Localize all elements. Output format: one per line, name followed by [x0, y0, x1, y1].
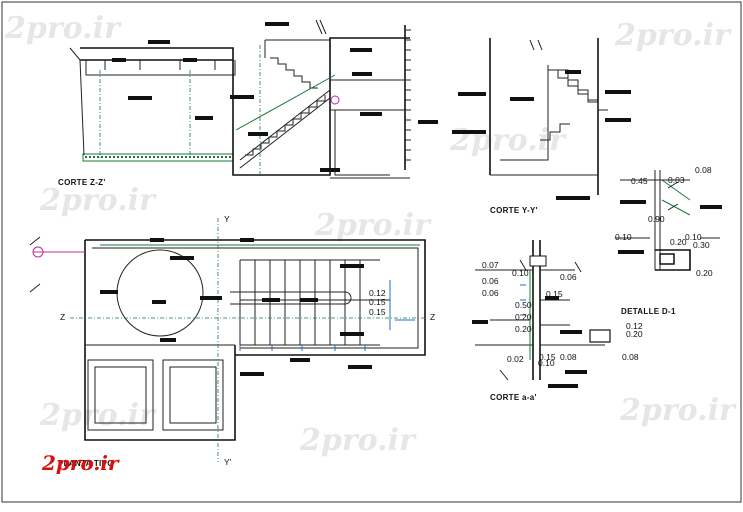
dim-label: 0.20: [515, 312, 532, 322]
watermark: 2pro.ir: [39, 183, 157, 218]
dim-label: 0.10: [685, 232, 702, 242]
dim-label: 0.12: [369, 288, 386, 298]
plan-view: 0.12 0.15 0.15 Z Z Y Y' PLANTA TIPO: [29, 214, 435, 468]
watermark: 2pro.ir: [4, 11, 122, 46]
sheet-border: [1, 1, 742, 503]
watermark-group: 2pro.ir 2pro.ir 2pro.ir 2pro.ir 2pro.ir …: [4, 11, 737, 458]
watermark: 2pro.ir: [619, 393, 737, 428]
axis-mark: Z: [430, 312, 435, 322]
dim-label: 0.90: [648, 214, 665, 224]
axis-mark: Y': [224, 457, 232, 467]
section-title-yy: CORTE Y-Y': [490, 206, 538, 215]
dim-label: 0.20: [696, 268, 713, 278]
dim-label: 0.06: [482, 288, 499, 298]
dim-label: 0.15: [369, 307, 386, 317]
watermark: 2pro.ir: [39, 398, 157, 433]
watermark: 2pro.ir: [299, 423, 417, 458]
dim-label: 0.07: [482, 260, 499, 270]
dim-label: 0.45: [631, 176, 648, 186]
detail-d1: 0.08 0.45 0.03 0.90 0.10 0.10 0.20 0.30 …: [615, 165, 722, 316]
section-title-aa: CORTE a-a': [490, 393, 537, 402]
dim-label: 0.03: [668, 175, 685, 185]
dim-label: 0.50: [515, 300, 532, 310]
dim-label: 0.20: [515, 324, 532, 334]
section-yy: CORTE Y-Y': [452, 38, 631, 215]
dim-label: 0.20: [670, 237, 687, 247]
dim-label: 0.10: [615, 232, 632, 242]
axis-mark: Y: [224, 214, 230, 224]
dim-label: 0.30: [693, 240, 710, 250]
dim-label: 0.10: [538, 358, 555, 368]
section-title-zz: CORTE Z-Z': [58, 178, 106, 187]
dim-label: 0.08: [695, 165, 712, 175]
watermark: 2pro.ir: [314, 208, 432, 243]
dim-label: 0.15: [546, 289, 563, 299]
dim-label: 0.10: [512, 268, 529, 278]
plan-title: PLANTA TIPO: [58, 459, 114, 468]
dim-label: 0.02: [507, 354, 524, 364]
dim-label: 0.20: [626, 329, 643, 339]
dim-label: 0.15: [539, 352, 556, 362]
logo: 2pro.ir: [41, 451, 120, 475]
section-aa: 0.07 0.10 0.06 0.06 0.06 0.50 0.20 0.20 …: [472, 240, 643, 402]
dim-label: 0.06: [482, 276, 499, 286]
dim-label: 0.06: [560, 272, 577, 282]
watermark: 2pro.ir: [614, 18, 732, 53]
dim-label: 0.12: [626, 321, 643, 331]
dim-label: 0.15: [369, 297, 386, 307]
axis-mark: Z: [60, 312, 65, 322]
detail-title-d1: DETALLE D-1: [621, 307, 676, 316]
dim-label: 0.08: [622, 352, 639, 362]
section-zz: CORTE Z-Z': [58, 19, 438, 187]
dim-label: 0.08: [560, 352, 577, 362]
